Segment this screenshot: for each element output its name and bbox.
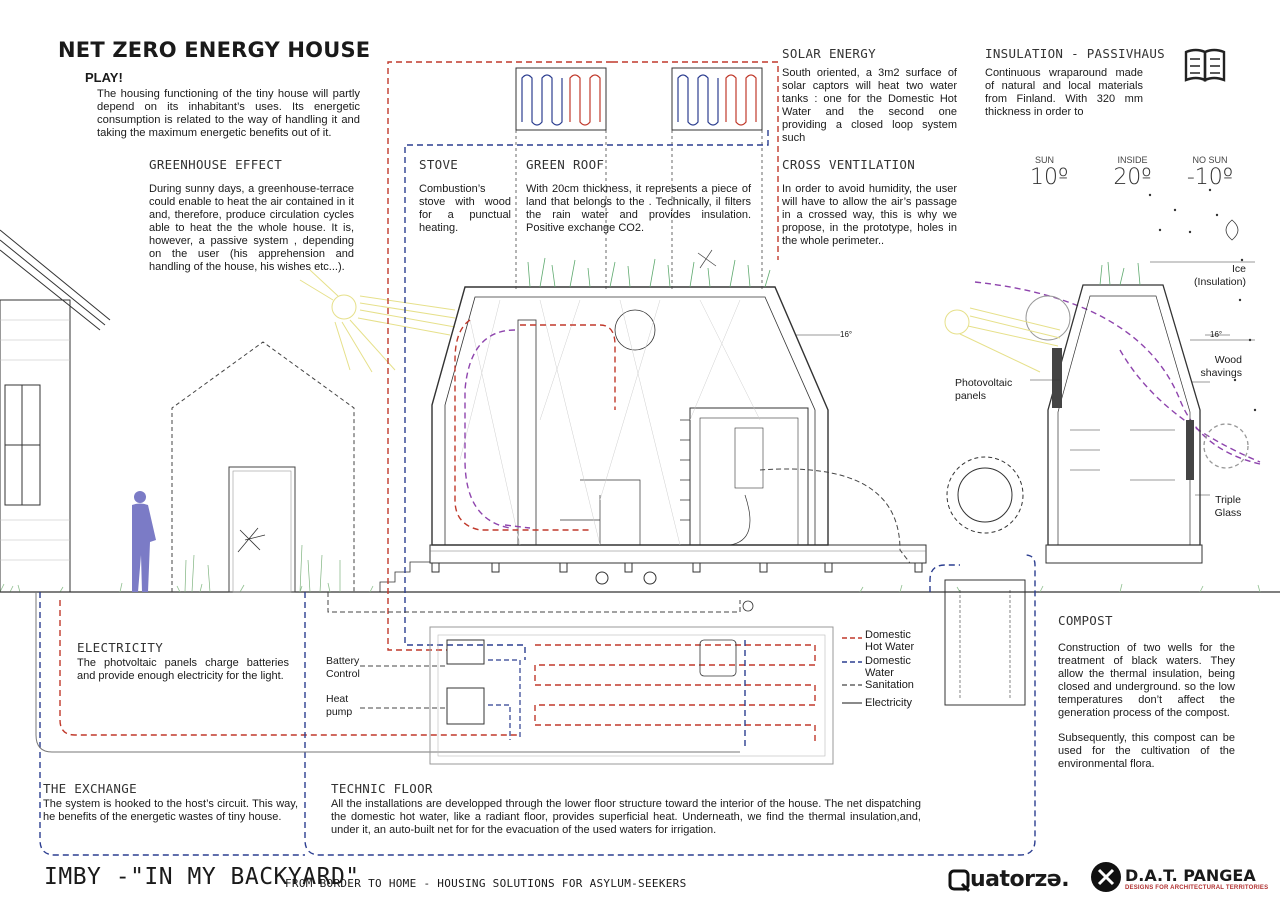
legend-hot-water: Domestic Hot Water [865,629,915,653]
pangea-logo-mark [1091,862,1121,892]
cross-ventilation-heading: CROSS VENTILATION [782,157,916,172]
label-angle-house: 16° [840,330,853,339]
legend-electricity: Electricity [865,697,913,709]
temp-sun: SUN 10º [1030,155,1085,190]
heat-pump-box [446,687,485,725]
grass [0,582,1261,593]
trailer-wheels [431,562,923,585]
night-stars [1148,188,1257,412]
label-battery-control: Battery Control [326,655,360,680]
temp-inside-value: 20º [1113,165,1152,190]
electricity-heading: ELECTRICITY [77,640,164,655]
exchange-text: The system is hooked to the host’s circu… [43,798,298,823]
green-roof-plants [527,257,771,288]
label-heat-pump: Heat pump [326,693,353,718]
temp-no-sun-label: NO SUN [1192,155,1228,165]
cross-ventilation-text: In order to avoid humidity, the user wil… [782,183,957,247]
temp-no-sun-value: -10º [1186,165,1234,190]
label-ice: Ice (Insulation) [1194,263,1246,288]
hot-water-pipe [59,61,816,745]
book-icon [1184,48,1226,82]
solar-heading: SOLAR ENERGY [782,46,876,61]
stove-heading: STOVE [419,157,459,172]
label-photovoltaic: Photovoltaic panels [955,377,1013,402]
exchange-heading: THE EXCHANGE [43,781,137,796]
side-section [1025,284,1249,564]
greenhouse-door [228,466,296,593]
green-roof-heading: GREEN ROOF [526,157,605,172]
pangea-logo-sub: DESIGNS FOR ARCHITECTURAL TERRITORIES [1125,885,1269,891]
play-heading: PLAY! [85,70,123,85]
temp-inside-label: INSIDE [1117,155,1148,165]
legend-domestic-water: Domestic Water [865,655,911,679]
temp-sun-value: 10º [1030,165,1069,190]
temperature-row: SUN 10º INSIDE 20º NO SUN -10º [1030,155,1240,190]
battery-box [446,639,485,665]
tiny-house-section [429,286,927,564]
legend-sanitation: Sanitation [865,679,914,691]
greenhouse-heading: GREENHOUSE EFFECT [149,157,283,172]
technic-floor-heading: TECHNIC FLOOR [331,781,433,796]
sun-left [299,269,456,373]
technic-floor-text: All the installations are developped thr… [331,798,921,836]
electricity-text: The photvoltaic panels charge batteries … [77,657,289,682]
quatorze-logo-mark [948,869,971,893]
project-title: IMBY -"IN MY BACKYARD" [44,864,360,890]
stove-text: Combustion’s stove with wood for a punct… [419,183,511,234]
insulation-text: Continuous wraparound made of natural an… [985,67,1143,118]
compost-text: Construction of two wells for the treatm… [1058,642,1235,719]
solar-collectors [515,67,763,131]
label-angle-section: 16° [1210,330,1223,339]
domestic-water-pipe [39,130,1036,856]
sun-right [944,307,1061,373]
host-house [0,229,111,593]
glazing-pattern [459,299,761,546]
compost-text-2: Subsequently, this compost can be used f… [1058,732,1235,770]
label-triple-glass: Triple Glass [1214,494,1242,519]
pangea-logo: D.A.T. PANGEA [1125,866,1256,885]
play-text: The housing functioning of the tiny hous… [97,88,360,139]
technic-floor-box [429,626,834,765]
sanitation-pipe [327,468,911,709]
temp-inside: INSIDE 20º [1103,155,1163,190]
project-subtitle: FROM BORDER TO HOME - HOUSING SOLUTIONS … [285,877,687,890]
legend-lines [842,637,862,704]
air-flow [464,281,1261,529]
electricity-line [35,592,740,753]
compost-heading: COMPOST [1058,613,1113,628]
label-wood-shavings: Wood shavings [1200,354,1242,379]
greenhouse-text: During sunny days, a greenhouse-terrace … [149,183,354,273]
quatorze-logo: uatorzə. [970,867,1070,892]
temp-sun-label: SUN [1035,155,1055,165]
solar-text: South oriented, a 3m2 surface of solar c… [782,67,957,144]
compost-wells [944,456,1026,706]
insulation-heading: INSULATION - PASSIVHAUS [985,46,1165,61]
page-title: NET ZERO ENERGY HOUSE [58,38,371,62]
greenhouse-outline [171,341,355,592]
temp-no-sun: NO SUN -10º [1180,155,1240,190]
green-roof-text: With 20cm thickness, it represents a pie… [526,183,751,234]
person-silhouette [132,491,156,592]
